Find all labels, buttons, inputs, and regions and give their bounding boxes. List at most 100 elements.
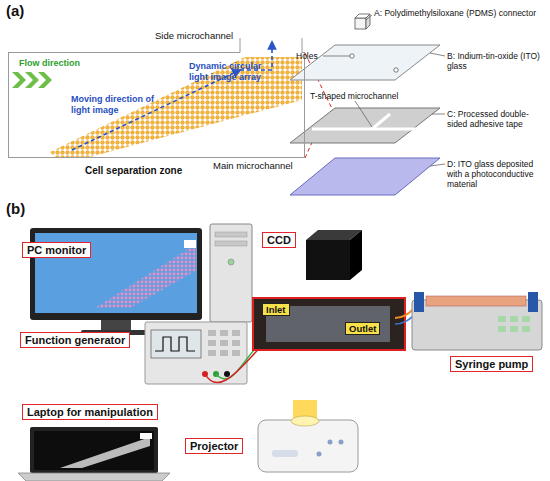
array-label: Dynamic circular light image array [189,61,281,83]
node-label: Syringe pump [455,358,528,370]
ito-glass-layer [394,68,398,72]
pc-tower [210,224,252,322]
pdms-connector [355,14,370,29]
ito-glass-layer [350,54,354,58]
projector [339,440,344,445]
laptop [30,427,158,473]
channel-wall [240,38,241,53]
function-generator [220,330,228,336]
flow-chevron [12,72,52,88]
photoconductive-layer [290,158,440,195]
function-generator [208,340,216,346]
device-label-box: PC monitor [22,242,91,258]
pc-monitor [101,320,131,330]
ito-glass-layer [290,45,440,80]
port-label-box: Outlet [345,322,380,335]
adhesive-tape-layer [312,128,418,131]
pdms-connector [355,18,366,29]
adhesive-tape-layer [290,108,440,143]
device-label-box: Syringe pump [450,356,533,372]
device-label-box: Laptop for manipulation [22,404,158,420]
function-generator [224,371,230,377]
node-label: Outlet [349,323,376,334]
leader-line [430,53,445,56]
syringe-pump [426,296,526,306]
projector [258,420,358,472]
leader-line [430,164,445,166]
panel-letter: (b) [6,200,25,217]
node-label: Function generator [25,334,125,346]
chip-photo [253,298,405,350]
laptop [18,427,170,481]
laptop [34,431,154,470]
flow-label: Flow direction [19,58,80,69]
layer-label: C: Processed double-sided adhesive tape [447,109,548,129]
separation-zone-box: Flow direction Dynamic circular light ima… [8,52,305,158]
ccd-camera [306,230,362,280]
chip-photo [253,298,405,350]
chip-photo [253,298,405,350]
light-image-array [50,57,302,157]
laptop [60,437,150,468]
layer-label: D: ITO glass deposited with a photocondu… [447,159,548,189]
pc-monitor [95,248,197,308]
part-label: Holes [296,51,318,61]
adhesive-tape-layer [372,114,390,129]
ito-glass-layer [290,45,440,80]
laptop [140,433,152,439]
device-label-box: Function generator [20,332,130,348]
direction-label: Moving direction of light image [71,94,159,116]
function-generator [151,330,201,358]
syringe-pump [510,326,518,332]
ccd-camera [306,240,350,280]
device-label-box: Projector [185,438,243,454]
function-generator [145,322,247,384]
node-label: PC monitor [27,244,86,256]
port-label-box: Inlet [262,303,290,316]
pc-tower [215,241,247,246]
layer-label: A: Polydimethylsiloxane (PDMS) connector [374,8,548,18]
flow-chevron [12,72,26,88]
leader-line [323,15,445,166]
pc-tower [210,224,252,322]
device-label-box: CCD [262,232,296,248]
syringe-pump [412,292,542,350]
function-generator [232,330,240,336]
pc-monitor [184,240,196,248]
projector [328,440,333,445]
syringe-pump [522,326,530,332]
pc-tower [228,259,234,265]
function-generator [145,322,247,384]
projector [291,416,319,426]
leader-line [366,15,372,20]
adhesive-tape-layer [290,108,440,143]
projector [258,400,358,472]
laptop [18,473,170,481]
layer-label: B: Indium-tin-oxide (ITO) glass [447,51,548,71]
channel-label: Main microchannel [213,160,293,171]
function-generator [232,340,240,346]
syringe-pump [522,316,530,322]
function-generator [208,350,216,356]
flow-chevron [25,72,39,88]
leader-line [323,56,350,57]
node-label: Projector [190,440,238,452]
syringe-pump [510,316,518,322]
zone-label: Cell separation zone [85,165,182,177]
panel-letter: (a) [6,2,24,19]
moving-direction-arrow [72,42,272,150]
light-image-array [50,57,302,157]
leader-line [355,101,372,127]
photoconductive-layer [290,158,440,195]
syringe-pump [412,300,542,350]
channel-wall [8,52,240,53]
function-generator [220,350,228,356]
signal-wire [205,346,262,383]
ccd-camera [350,230,362,280]
function-generator [232,350,240,356]
syringe-pump [498,326,506,332]
node-label: CCD [267,234,291,246]
node-label: Inlet [266,304,286,315]
pc-tower [215,232,247,237]
